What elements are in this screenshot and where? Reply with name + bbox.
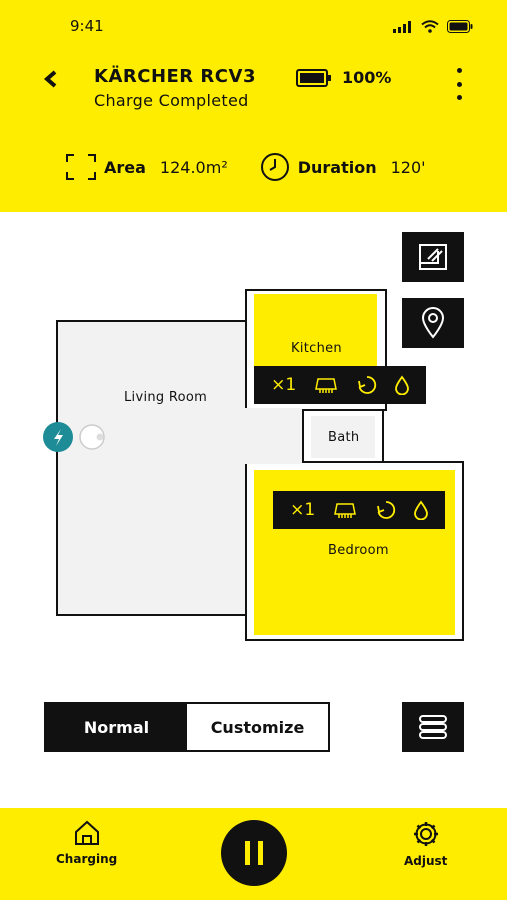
signal-icon: [393, 20, 411, 33]
kitchen-passes[interactable]: ×1: [271, 375, 297, 395]
suction-icon[interactable]: [376, 500, 396, 520]
floor-map[interactable]: [0, 212, 507, 652]
hallway-floor: [244, 408, 302, 464]
chevron-left-icon: [43, 70, 57, 88]
kitchen-settings-toolbar[interactable]: ×1: [254, 366, 426, 404]
room-label-living-room: Living Room: [124, 390, 208, 405]
bath-area[interactable]: [311, 416, 375, 458]
gear-icon: [413, 822, 438, 846]
bottom-nav: Charging Adjust: [0, 808, 507, 900]
area-stat: Area 124.0m²: [66, 154, 228, 180]
bedroom-settings-toolbar[interactable]: ×1: [273, 491, 445, 529]
water-drop-icon[interactable]: [394, 375, 409, 395]
header: 9:41 KÄRCHER RCV3 Charge Completed 100%: [0, 0, 507, 212]
cleaning-stats: Area 124.0m² Duration 120': [66, 152, 426, 182]
battery-indicator: 100%: [296, 68, 391, 87]
battery-icon: [296, 68, 331, 87]
suction-icon[interactable]: [357, 375, 377, 395]
water-drop-icon[interactable]: [413, 500, 428, 520]
layers-button[interactable]: [402, 702, 464, 752]
bedroom-passes[interactable]: ×1: [290, 500, 316, 520]
area-value: 124.0m²: [159, 157, 228, 177]
cleaning-mode-toggle[interactable]: Normal Customize: [44, 702, 330, 752]
battery-status-icon: [447, 20, 473, 33]
status-icons: [393, 20, 473, 33]
clock-icon: [260, 153, 289, 181]
nav-adjust-label: Adjust: [404, 854, 448, 868]
map-edit-icon: [419, 244, 447, 270]
battery-level: 100%: [342, 68, 392, 87]
device-name: KÄRCHER RCV3: [94, 66, 256, 87]
back-button[interactable]: [36, 64, 66, 94]
duration-value: 120': [390, 157, 426, 177]
location-pin-icon: [421, 307, 445, 339]
location-button[interactable]: [402, 298, 464, 348]
more-dots-icon: [456, 68, 462, 73]
room-label-bedroom: Bedroom: [328, 543, 389, 558]
mode-normal-button[interactable]: Normal: [46, 704, 187, 750]
nav-adjust[interactable]: Adjust: [404, 820, 447, 868]
device-status: Charge Completed: [94, 91, 249, 110]
layers-icon: [419, 715, 447, 739]
area-label: Area: [104, 157, 146, 177]
pause-icon: [245, 841, 263, 865]
status-time: 9:41: [70, 17, 104, 35]
wifi-icon: [421, 20, 439, 33]
nav-charging[interactable]: Charging: [56, 820, 117, 866]
duration-stat: Duration 120': [260, 152, 426, 182]
mode-customize-button[interactable]: Customize: [187, 704, 328, 750]
map-edit-button[interactable]: [402, 232, 464, 282]
brush-power-icon[interactable]: [314, 377, 338, 393]
duration-label: Duration: [297, 157, 377, 177]
home-icon: [74, 820, 99, 845]
room-label-kitchen: Kitchen: [291, 341, 342, 356]
area-frame-icon: [66, 154, 96, 180]
robot-icon: [79, 424, 105, 450]
nav-charging-label: Charging: [56, 852, 118, 866]
room-label-bath: Bath: [328, 430, 360, 445]
pause-button[interactable]: [221, 820, 287, 886]
brush-power-icon[interactable]: [333, 502, 357, 518]
more-options-button[interactable]: [448, 66, 470, 102]
